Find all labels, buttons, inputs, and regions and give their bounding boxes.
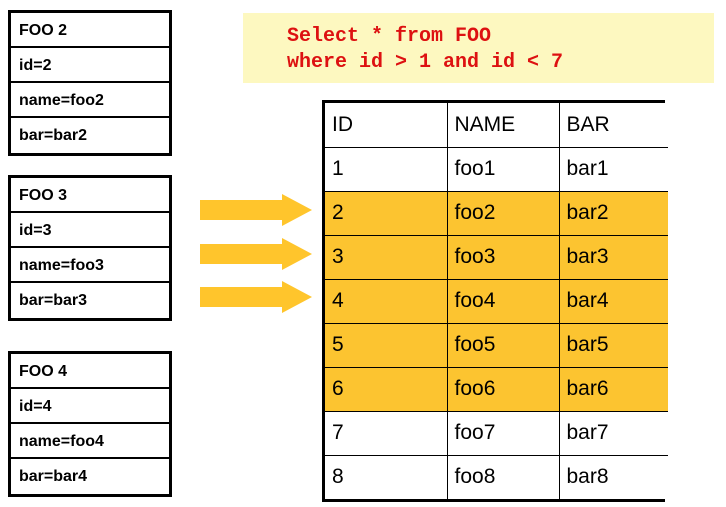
object-field-name: name=foo2 [11, 83, 169, 118]
column-header-bar: BAR [558, 103, 668, 148]
cell-bar: bar8 [558, 454, 668, 499]
object-box-foo4: FOO 4 id=4 name=foo4 bar=bar4 [8, 351, 172, 497]
object-field-name: name=foo4 [11, 424, 169, 459]
object-field-id: id=4 [11, 389, 169, 424]
table-row-highlighted: 6 foo6 bar6 [325, 366, 668, 412]
object-field-bar: bar=bar3 [19, 292, 88, 309]
object-field-bar: bar=bar4 [19, 468, 88, 485]
table-header-row: ID NAME BAR [325, 103, 668, 148]
cell-id: 3 [325, 234, 448, 280]
cell-bar: bar6 [558, 366, 668, 412]
cell-id: 5 [325, 322, 448, 368]
arrow-right-icon [200, 281, 312, 313]
cell-bar: bar4 [558, 278, 668, 324]
arrow-right-icon [200, 194, 312, 226]
sql-query-line-1: Select * from FOO [287, 25, 492, 48]
column-header-id: ID [325, 103, 448, 148]
cell-id: 2 [325, 190, 448, 236]
result-table: ID NAME BAR 1 foo1 bar1 2 foo2 bar2 3 fo… [322, 100, 668, 502]
cell-name: foo3 [446, 234, 560, 280]
object-field-id: id=3 [11, 213, 169, 248]
cell-id: 8 [325, 454, 448, 499]
column-header-name: NAME [446, 103, 560, 148]
table-row-highlighted: 5 foo5 bar5 [325, 322, 668, 368]
cell-name: foo5 [446, 322, 560, 368]
object-box-title: FOO 2 [11, 13, 169, 48]
cell-bar: bar7 [558, 410, 668, 456]
cell-name: foo2 [446, 190, 560, 236]
object-field-bar: bar=bar2 [19, 127, 88, 144]
arrow-right-icon [200, 238, 312, 270]
cell-name: foo6 [446, 366, 560, 412]
table-row-highlighted: 3 foo3 bar3 [325, 234, 668, 280]
cell-id: 6 [325, 366, 448, 412]
table-row: 7 foo7 bar7 [325, 410, 668, 456]
object-box-title: FOO 4 [11, 354, 169, 389]
cell-name: foo8 [446, 454, 560, 499]
cell-name: foo4 [446, 278, 560, 324]
object-box-title: FOO 3 [11, 178, 169, 213]
cell-name: foo7 [446, 410, 560, 456]
table-row: 8 foo8 bar8 [325, 454, 668, 499]
cell-bar: bar5 [558, 322, 668, 368]
cell-bar: bar2 [558, 190, 668, 236]
object-field-name: name=foo3 [11, 248, 169, 283]
object-box-foo2: FOO 2 id=2 name=foo2 bar=bar2 [8, 10, 172, 156]
cell-name: foo1 [446, 146, 560, 192]
object-box-foo3: FOO 3 id=3 name=foo3 bar=bar3 [8, 175, 172, 321]
table-row-highlighted: 4 foo4 bar4 [325, 278, 668, 324]
object-field-id: id=2 [11, 48, 169, 83]
cell-id: 7 [325, 410, 448, 456]
sql-query-callout: Select * from FOO where id > 1 and id < … [243, 13, 714, 83]
sql-query-line-2: where id > 1 and id < 7 [287, 51, 564, 74]
table-row: 1 foo1 bar1 [325, 146, 668, 192]
cell-id: 4 [325, 278, 448, 324]
table-row-highlighted: 2 foo2 bar2 [325, 190, 668, 236]
cell-id: 1 [325, 146, 448, 192]
cell-bar: bar1 [558, 146, 668, 192]
cell-bar: bar3 [558, 234, 668, 280]
